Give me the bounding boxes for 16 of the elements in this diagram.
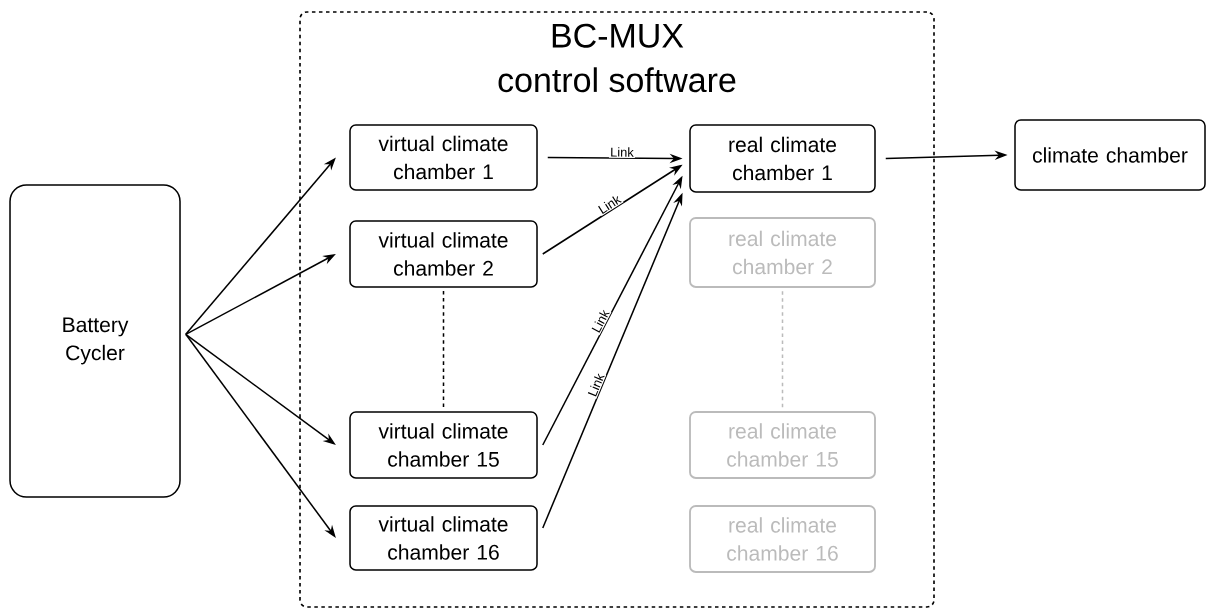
edge-label: Link — [587, 373, 605, 397]
process-box: virtual climate chamber 16 — [349, 505, 538, 571]
edge-label: Link — [598, 196, 622, 214]
process-box: climate chamber — [1014, 119, 1206, 191]
edge-label: Link — [611, 147, 634, 157]
dotted-line — [442, 290, 445, 409]
process-box: Battery Cycler — [9, 184, 181, 498]
process-box: real climate chamber 16 — [689, 505, 876, 573]
process-box: virtual climate chamber 15 — [349, 411, 538, 479]
process-box: real climate chamber 2 — [689, 217, 876, 288]
process-box: real climate chamber 1 — [689, 124, 876, 193]
process-box: virtual climate chamber 2 — [349, 220, 538, 288]
process-box: virtual climate chamber 1 — [349, 124, 538, 191]
edge-label: Link — [591, 309, 610, 333]
process-box: real climate chamber 15 — [689, 411, 876, 479]
dotted-line — [781, 290, 784, 409]
